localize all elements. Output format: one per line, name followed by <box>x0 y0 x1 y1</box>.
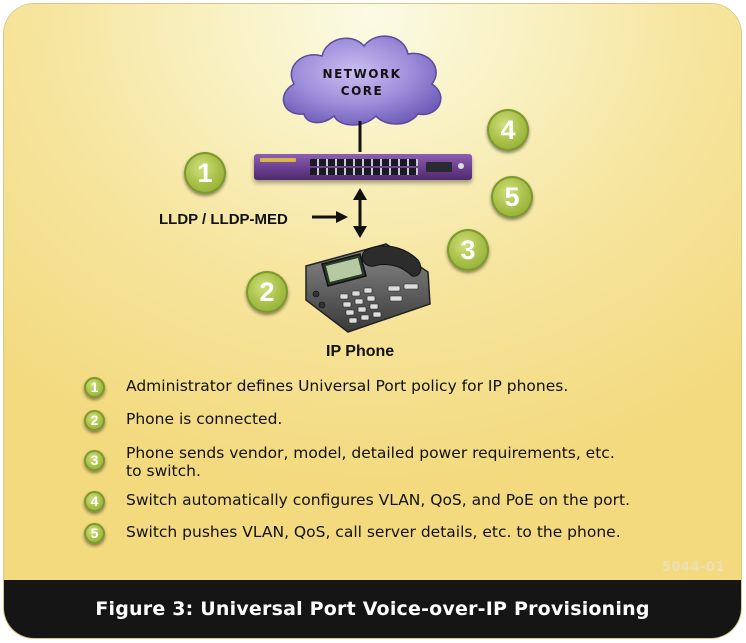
legend-badge-5: 5 <box>84 523 105 544</box>
legend-text-3: Phone sends vendor, model, detailed powe… <box>126 444 615 480</box>
switch-status-led <box>458 163 464 169</box>
switch-logo <box>260 158 296 162</box>
switch-uplink-ports <box>426 162 452 172</box>
legend-badge-3: 3 <box>84 450 105 471</box>
diagram-badge-2: 2 <box>246 271 288 313</box>
diagram-badge-1: 1 <box>184 152 226 194</box>
legend-text-1: Administrator defines Universal Port pol… <box>126 377 569 395</box>
legend-text-5: Switch pushes VLAN, QoS, call server det… <box>126 523 621 541</box>
ip-phone-icon <box>305 243 431 333</box>
figure-caption: Figure 3: Universal Port Voice-over-IP P… <box>95 598 650 620</box>
switch-ports-top <box>310 159 418 166</box>
network-core-label: NETWORK CORE <box>322 67 402 98</box>
figure-id: 5044-01 <box>661 560 725 575</box>
legend-badge-2: 2 <box>84 410 105 431</box>
network-switch <box>254 154 472 180</box>
lldp-label: LLDP / LLDP-MED <box>159 211 288 228</box>
legend-badge-4: 4 <box>84 491 105 512</box>
diagram-badge-5: 5 <box>491 176 533 218</box>
caption-bar: Figure 3: Universal Port Voice-over-IP P… <box>4 580 741 638</box>
diagram-badge-3: 3 <box>447 229 489 271</box>
diagram-frame: NETWORK CORE LLDP / LLDP-MED <box>4 4 741 638</box>
ip-phone-label: IP Phone <box>326 343 395 360</box>
switch-ports-bottom <box>310 168 418 175</box>
network-core-cloud <box>282 35 442 238</box>
legend-text-2: Phone is connected. <box>126 410 283 428</box>
legend-badge-1: 1 <box>84 377 105 398</box>
legend-text-4: Switch automatically configures VLAN, Qo… <box>126 491 630 509</box>
diagram-badge-4: 4 <box>487 109 529 151</box>
